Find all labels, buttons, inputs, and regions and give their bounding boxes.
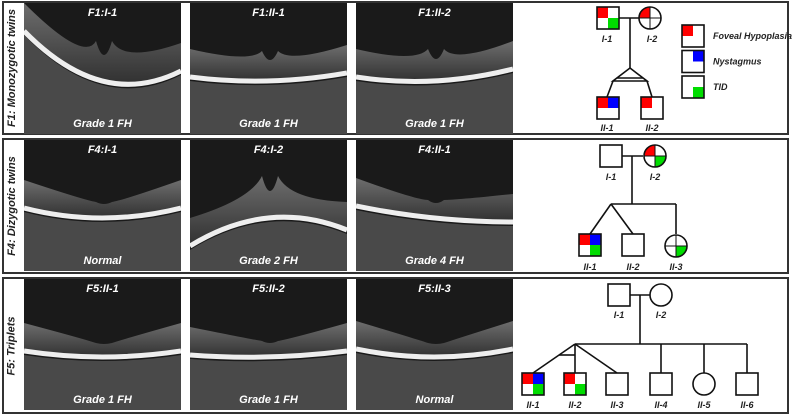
pedigree-f4-i1 (599, 144, 623, 168)
image-id: F1:II-1 (252, 7, 285, 19)
oct-image: F1:I-1 Grade 1 FH (24, 3, 181, 134)
oct-scan (356, 321, 513, 410)
oct-scan (356, 178, 513, 271)
pedigree-f4-ii1 (578, 233, 602, 257)
pedigree-label: II-2 (645, 123, 658, 133)
grade-label: Grade 2 FH (239, 255, 298, 267)
pedigree-f5-ii3 (605, 372, 629, 396)
oct-scan (24, 323, 181, 410)
image-id: F4:I-2 (253, 144, 284, 156)
image-id: F4:II-1 (418, 144, 451, 156)
pedigree-f4-i2 (643, 144, 667, 168)
nystagmus-quadrant-icon (681, 49, 705, 74)
pedigree-label: II-1 (526, 400, 539, 410)
pedigree-f4-ii2 (621, 233, 645, 257)
oct-scan (190, 176, 347, 271)
oct-image: F4:I-2 Grade 2 FH (190, 140, 347, 271)
pedigree-label: II-5 (697, 400, 711, 410)
pedigree-f5-i2 (649, 283, 673, 307)
pedigree-label: I-2 (647, 34, 658, 44)
grade-label: Grade 1 FH (405, 118, 464, 130)
grade-label: Grade 1 FH (239, 394, 298, 406)
pedigree-f1-ii1 (596, 96, 620, 120)
image-id: F1:II-2 (418, 7, 451, 19)
legend-label: Foveal Hypoplasia (713, 31, 792, 41)
oct-image: F1:II-2 Grade 1 FH (356, 3, 513, 134)
foveal-hypoplasia-quadrant-icon (681, 24, 705, 48)
pedigree-label: II-1 (583, 262, 596, 272)
grade-label: Grade 1 FH (239, 118, 298, 130)
oct-image: F5:II-2 Grade 1 FH (190, 279, 347, 410)
pedigree-label: II-2 (626, 262, 639, 272)
oct-scan (24, 180, 181, 271)
pedigree-label: II-4 (654, 400, 667, 410)
pedigree-f1-i1 (596, 6, 620, 30)
oct-scan (356, 41, 513, 134)
pedigree-label: II-3 (610, 400, 623, 410)
grade-label: Normal (415, 394, 454, 406)
pedigree-f1-i2 (638, 6, 662, 30)
pedigree-f5-ii2 (563, 372, 587, 396)
image-id: F1:I-1 (87, 7, 118, 19)
grade-label: Grade 1 FH (73, 118, 132, 130)
legend-label: TID (713, 82, 728, 92)
pedigree-f1-ii2 (640, 96, 664, 120)
pedigree-f5-i1 (607, 283, 631, 307)
grade-label: Grade 4 FH (405, 255, 464, 267)
oct-scan (190, 45, 347, 134)
pedigree-label: II-3 (669, 262, 682, 272)
image-id: F5:II-3 (418, 283, 451, 295)
pedigree-label: I-2 (656, 310, 667, 320)
pedigree-label: I-1 (614, 310, 625, 320)
pedigree-f5-ii1 (521, 372, 545, 396)
oct-image: F1:II-1 Grade 1 FH (190, 3, 347, 134)
pedigree-label: II-6 (740, 400, 754, 410)
oct-image: F5:II-1 Grade 1 FH (24, 279, 181, 410)
pedigree-f5-ii4 (649, 372, 673, 396)
pedigree-label: I-2 (650, 172, 661, 182)
oct-image: F4:I-1 Normal (24, 140, 181, 271)
oct-scan (190, 323, 347, 410)
pedigree-label: I-1 (606, 172, 617, 182)
legend-label: Nystagmus (713, 57, 762, 67)
image-id: F5:II-2 (252, 283, 285, 295)
tid-quadrant-icon (681, 75, 705, 99)
oct-scan (24, 3, 181, 134)
grade-label: Grade 1 FH (73, 394, 132, 406)
image-id: F5:II-1 (86, 283, 119, 295)
oct-image: F4:II-1 Grade 4 FH (356, 140, 513, 271)
pedigree-f5-ii5 (692, 372, 716, 396)
pedigree-f4-ii3 (664, 234, 688, 258)
image-id: F4:I-1 (87, 144, 118, 156)
oct-image: F5:II-3 Normal (356, 279, 513, 410)
grade-label: Normal (83, 255, 122, 267)
pedigree-label: I-1 (602, 34, 613, 44)
pedigree-label: II-1 (600, 123, 613, 133)
pedigree-label: II-2 (568, 400, 581, 410)
pedigree-f5-ii6 (735, 372, 759, 396)
